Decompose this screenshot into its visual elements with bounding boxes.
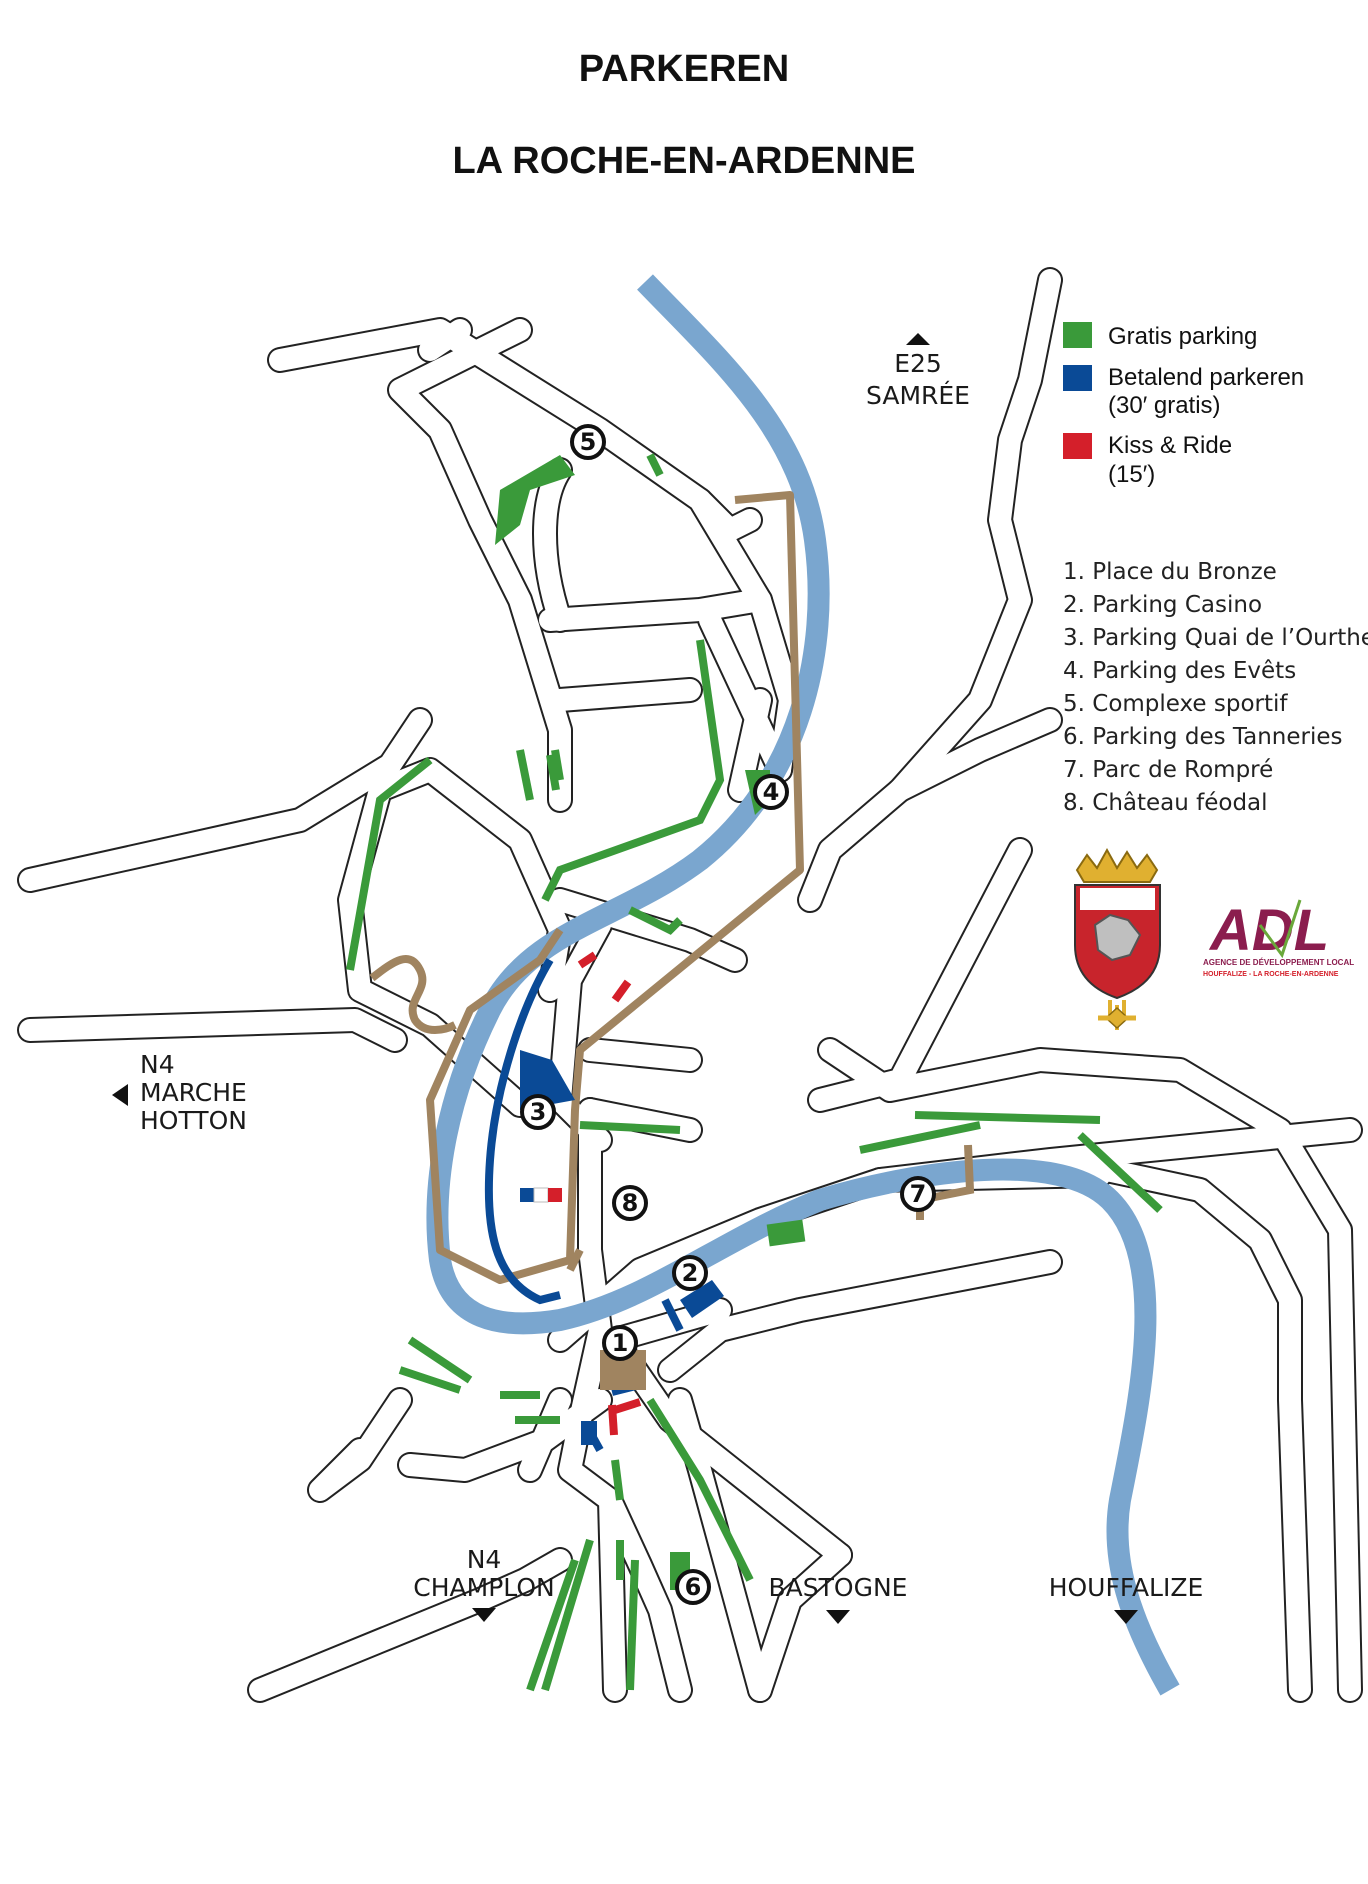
direction-houffalize: HOUFFALIZE <box>1049 1573 1204 1624</box>
direction-bastogne: BASTOGNE <box>769 1573 908 1624</box>
svg-text:1: 1 <box>612 1329 629 1357</box>
kiss-ride <box>577 951 598 969</box>
adl-logo: ADL AGENCE DE DÉVELOPPEMENT LOCAL HOUFFA… <box>1203 898 1354 978</box>
direction-champlon: N4 CHAMPLON <box>413 1545 555 1622</box>
parking-free <box>516 749 534 801</box>
svg-text:ADL: ADL <box>1208 898 1329 963</box>
down-triangle-icon <box>472 1608 496 1622</box>
parking-paid-tanneries <box>581 1421 597 1445</box>
parking-free <box>628 906 683 935</box>
parking-free <box>398 1366 462 1394</box>
marker-7[interactable]: 7 <box>900 1176 936 1212</box>
parking-free <box>1077 1132 1163 1213</box>
parking-free <box>541 1538 594 1692</box>
list-item: 6. Parking des Tanneries <box>1063 724 1343 750</box>
parking-free <box>541 639 725 902</box>
svg-text:HOTTON: HOTTON <box>140 1106 247 1135</box>
svg-text:8: 8 <box>622 1189 639 1217</box>
kiss-ride-chateau <box>520 1187 562 1203</box>
parking-free <box>626 1559 639 1691</box>
parking-free <box>407 1336 473 1384</box>
svg-text:(15′): (15′) <box>1108 461 1155 488</box>
svg-text:AGENCE DE DÉVELOPPEMENT LOCAL: AGENCE DE DÉVELOPPEMENT LOCAL <box>1203 958 1354 967</box>
parking-free-rompre <box>766 1219 806 1247</box>
walking-path <box>566 1248 584 1272</box>
svg-text:HOUFFALIZE - LA ROCHE-EN-ARDEN: HOUFFALIZE - LA ROCHE-EN-ARDENNE <box>1203 971 1339 978</box>
kiss-ride <box>613 1398 642 1414</box>
svg-text:N4: N4 <box>140 1050 175 1079</box>
page-subtitle: LA ROCHE-EN-ARDENNE <box>452 140 916 182</box>
marker-6[interactable]: 6 <box>675 1569 711 1605</box>
legend-swatch-betalend <box>1063 365 1092 391</box>
svg-text:MARCHE: MARCHE <box>140 1078 247 1107</box>
parking-free <box>579 1121 681 1134</box>
svg-text:N4: N4 <box>467 1545 502 1574</box>
left-triangle-icon <box>112 1084 128 1106</box>
down-triangle-icon <box>826 1610 850 1624</box>
svg-text:E25: E25 <box>894 349 942 378</box>
parking-free-complexe-sportif <box>495 455 575 545</box>
coat-of-arms-logo <box>1074 847 1161 1030</box>
free-parking-areas <box>346 639 1163 1692</box>
marker-1[interactable]: 1 <box>602 1325 638 1361</box>
svg-text:3: 3 <box>530 1098 547 1126</box>
parking-paid <box>484 957 561 1305</box>
place-markers: 1 2 3 4 5 6 7 8 <box>520 424 936 1605</box>
marker-3[interactable]: 3 <box>520 1094 556 1130</box>
list-item: 8. Château féodal <box>1063 790 1268 816</box>
parking-free <box>346 756 433 971</box>
parking-free <box>546 754 560 791</box>
legend-swatch-gratis <box>1063 322 1092 348</box>
kiss-ride <box>608 1404 618 1436</box>
svg-text:SAMRÉE: SAMRÉE <box>866 381 970 410</box>
svg-text:5: 5 <box>580 428 597 456</box>
svg-text:Gratis parking: Gratis parking <box>1108 323 1257 350</box>
svg-text:4: 4 <box>763 778 780 806</box>
parking-paid <box>661 1298 684 1332</box>
svg-text:Betalend parkeren: Betalend parkeren <box>1108 364 1304 391</box>
list-item: 7. Parc de Rompré <box>1063 757 1273 783</box>
walking-path <box>369 955 457 1034</box>
svg-text:2: 2 <box>682 1259 699 1287</box>
road-network <box>17 267 1363 1703</box>
svg-text:7: 7 <box>910 1180 927 1208</box>
parking-paid-casino <box>680 1280 724 1318</box>
river-ourthe <box>426 274 1180 1696</box>
kiss-ride <box>611 979 632 1003</box>
parking-free <box>526 1558 579 1692</box>
down-triangle-icon <box>1114 1610 1138 1624</box>
svg-text:Kiss & Ride: Kiss & Ride <box>1108 432 1232 459</box>
legend-swatch-kiss <box>1063 433 1092 459</box>
list-item: 1. Place du Bronze <box>1063 559 1277 585</box>
list-item: 2. Parking Casino <box>1063 592 1262 618</box>
direction-north: E25 SAMRÉE <box>866 333 970 410</box>
parking-free <box>646 453 664 477</box>
kiss-ride-areas <box>577 951 642 1436</box>
direction-west: N4 MARCHE HOTTON <box>112 1050 247 1135</box>
svg-text:HOUFFALIZE: HOUFFALIZE <box>1049 1573 1204 1602</box>
list-item: 5. Complexe sportif <box>1063 691 1288 717</box>
marker-5[interactable]: 5 <box>570 424 606 460</box>
up-triangle-icon <box>906 333 930 345</box>
svg-text:6: 6 <box>685 1573 702 1601</box>
svg-text:(30′ gratis): (30′ gratis) <box>1108 392 1221 419</box>
parking-free <box>859 1121 981 1154</box>
list-item: 4. Parking des Evêts <box>1063 658 1296 684</box>
marker-8[interactable]: 8 <box>612 1185 648 1221</box>
parking-free <box>611 1459 624 1501</box>
svg-text:CHAMPLON: CHAMPLON <box>413 1573 554 1602</box>
parking-free <box>646 1397 754 1582</box>
parking-free <box>551 749 564 781</box>
places-list: 1. Place du Bronze 2. Parking Casino 3. … <box>1063 559 1368 816</box>
marker-2[interactable]: 2 <box>672 1255 708 1291</box>
list-item: 3. Parking Quai de l’Ourthe <box>1063 625 1368 651</box>
walking-path <box>426 491 804 1284</box>
legend: Gratis parking Betalend parkeren (30′ gr… <box>1063 322 1304 488</box>
page-title: PARKEREN <box>578 48 790 90</box>
svg-text:BASTOGNE: BASTOGNE <box>769 1573 908 1602</box>
marker-4[interactable]: 4 <box>753 774 789 810</box>
parking-free <box>914 1111 1101 1124</box>
